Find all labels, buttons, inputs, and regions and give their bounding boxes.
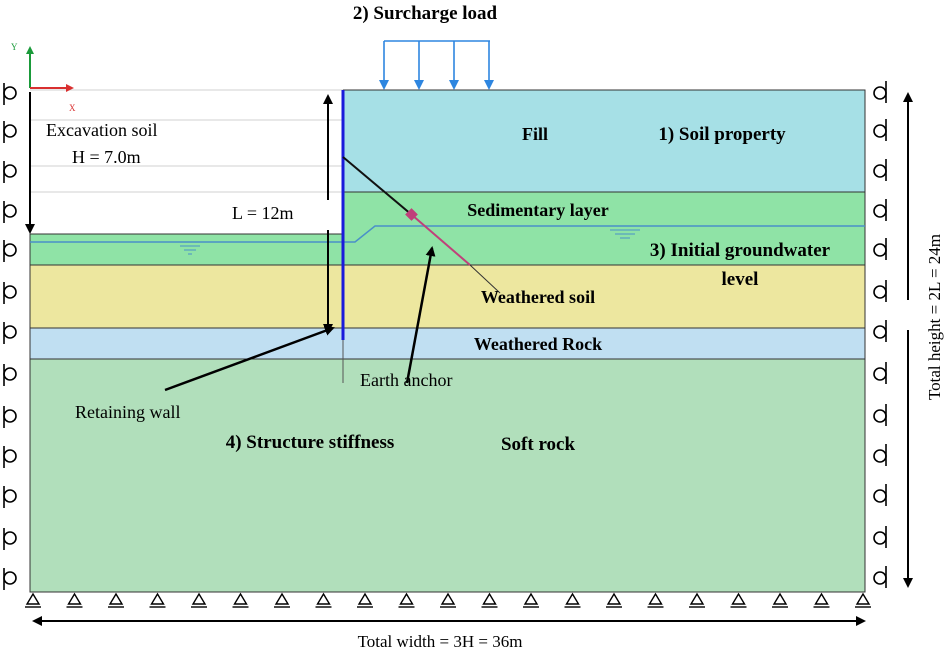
earth-anchor-label: Earth anchor <box>360 370 452 390</box>
pin-support-icon <box>398 592 415 608</box>
pin-support-icon <box>232 592 249 608</box>
roller-support-icon <box>873 320 887 342</box>
pin-support-icon <box>440 592 456 608</box>
axis-indicator: Y X <box>11 42 76 113</box>
roller-support-icon <box>873 526 887 548</box>
roller-support-icon <box>3 121 17 143</box>
pin-support-icon <box>315 592 332 608</box>
surcharge-load-label: 2) Surcharge load <box>353 3 498 24</box>
roller-support-icon <box>873 362 887 384</box>
roller-support-icon <box>3 486 17 508</box>
earth-anchor-pointer <box>405 246 436 384</box>
pin-support-icon <box>730 592 747 608</box>
structure-stiffness-label: 4) Structure stiffness <box>226 432 395 453</box>
roller-support-icon <box>873 484 887 506</box>
retaining-wall-pointer <box>164 326 335 392</box>
soil-layers <box>29 89 866 593</box>
sedimentary-layer-label: Sedimentary layer <box>467 200 608 220</box>
total-width-label: Total width = 3H = 36m <box>358 632 523 651</box>
roller-support-icon <box>873 238 887 260</box>
earth-anchor <box>342 156 501 294</box>
pin-support-icon <box>564 592 581 608</box>
pin-support-icon <box>772 592 788 608</box>
excavation-depth-label: H = 7.0m <box>72 147 141 167</box>
roller-support-icon <box>3 161 17 183</box>
roller-support-icon <box>3 322 17 344</box>
excavation-soil-label: Excavation soil <box>46 120 157 140</box>
pin-support-icon <box>66 592 83 608</box>
groundwater-line <box>30 225 865 255</box>
surcharge-load-arrows <box>379 40 494 90</box>
roller-support-icon <box>873 404 887 426</box>
excavation-stage-lines <box>30 89 343 193</box>
pin-support-icon <box>523 592 539 608</box>
weathered-soil-layer <box>29 264 866 329</box>
roller-support-icon <box>873 119 887 141</box>
initial-groundwater-label-1: 3) Initial groundwater <box>650 240 831 261</box>
pin-support-icon <box>689 592 705 608</box>
retaining-wall-label: Retaining wall <box>75 402 180 422</box>
roller-support-icon <box>3 201 17 223</box>
roller-support-icon <box>3 364 17 386</box>
pin-support-icon <box>108 592 124 608</box>
water-table-icon-left <box>180 245 200 255</box>
roller-support-icon <box>3 406 17 428</box>
wall-length-label: L = 12m <box>232 203 293 223</box>
pin-support-icon <box>481 592 498 608</box>
pin-support-icon <box>191 592 207 608</box>
weathered-soil-label: Weathered soil <box>481 287 595 307</box>
soft-rock-label: Soft rock <box>501 434 575 455</box>
axis-x-label: X <box>69 103 76 113</box>
roller-support-icon <box>3 446 17 468</box>
pin-support-icon <box>647 592 664 608</box>
pin-support-icon <box>813 592 830 608</box>
roller-support-icon <box>873 159 887 181</box>
roller-support-icon <box>873 81 887 103</box>
bottom-pin-supports <box>25 592 871 608</box>
roller-support-icon <box>873 444 887 466</box>
axis-y-label: Y <box>11 42 18 52</box>
roller-support-icon <box>873 280 887 302</box>
pin-support-icon <box>25 592 41 608</box>
right-roller-supports <box>873 81 887 588</box>
roller-support-icon <box>3 240 17 262</box>
initial-groundwater-label-2: level <box>722 269 759 290</box>
soil-property-label: 1) Soil property <box>658 124 786 145</box>
fill-layer <box>342 89 866 193</box>
pin-support-icon <box>274 592 290 608</box>
roller-support-icon <box>3 528 17 550</box>
water-table-icon-right <box>610 229 640 239</box>
roller-support-icon <box>3 282 17 304</box>
weathered-rock-label: Weathered Rock <box>474 334 602 354</box>
pin-support-icon <box>606 592 622 608</box>
pin-support-icon <box>357 592 373 608</box>
left-roller-supports <box>3 83 17 590</box>
roller-support-icon <box>873 566 887 588</box>
pin-support-icon <box>855 592 871 608</box>
roller-support-icon <box>873 199 887 221</box>
pin-support-icon <box>149 592 166 608</box>
roller-support-icon <box>3 83 17 105</box>
total-height-label: Total height = 2L = 24m <box>925 234 944 400</box>
fill-label: Fill <box>522 124 548 144</box>
roller-support-icon <box>3 568 17 590</box>
weathered-rock-layer <box>29 327 866 360</box>
soft-rock-layer <box>29 358 866 593</box>
